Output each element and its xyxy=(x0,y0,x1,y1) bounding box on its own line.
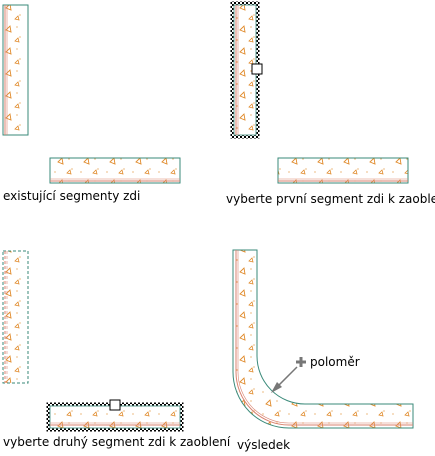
caption-select-first: vyberte první segment zdi k zaoblení xyxy=(226,192,435,206)
wall-segment-horizontal xyxy=(277,157,409,184)
panel-select-second: vyberte druhý segment zdi k zaoblení xyxy=(2,250,231,449)
pick-cursor-icon xyxy=(251,63,263,75)
panel-existing: existující segmenty zdi xyxy=(2,4,181,203)
panel-select-first: vyberte první segment zdi k zaoblení xyxy=(226,1,435,206)
caption-select-second: vyberte druhý segment zdi k zaoblení xyxy=(3,435,231,449)
radius-label: poloměr xyxy=(310,355,360,369)
wall-filleted xyxy=(232,249,414,429)
pick-cursor-icon xyxy=(109,399,121,411)
caption-result: výsledek xyxy=(237,438,290,452)
wall-segment-dimmed xyxy=(2,250,29,384)
wall-segment-vertical xyxy=(2,4,29,136)
panel-result: poloměr výsledek xyxy=(232,249,414,452)
caption-existing: existující segmenty zdi xyxy=(3,189,140,203)
radius-center-icon xyxy=(296,357,306,367)
radius-arrow-icon xyxy=(271,366,298,393)
wall-segment-horizontal xyxy=(49,157,181,184)
